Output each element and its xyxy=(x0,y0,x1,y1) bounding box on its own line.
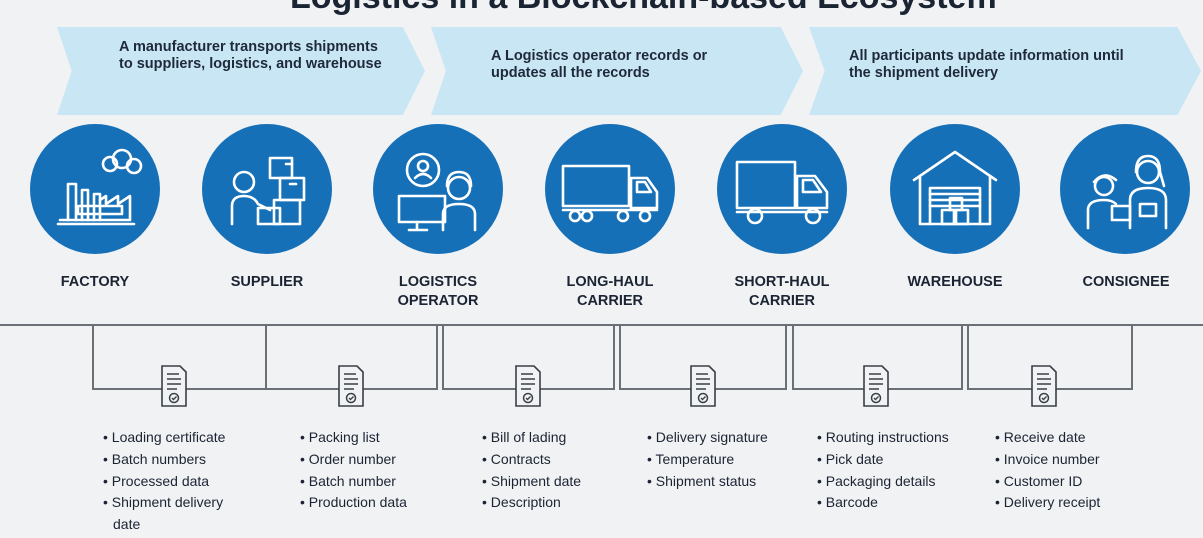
stage-text-2: A Logistics operator records or updates … xyxy=(491,48,708,81)
list-item: Delivery signature xyxy=(647,427,797,449)
connector-vertical xyxy=(619,325,621,389)
short-haul-truck-icon xyxy=(717,124,847,254)
connector-vertical xyxy=(967,325,969,389)
list-item: Shipment date xyxy=(482,471,622,493)
connector-vertical xyxy=(1131,325,1133,389)
list-item: Temperature xyxy=(647,449,797,471)
connector-vertical xyxy=(613,325,615,389)
record-list-logistics-operator: Bill of lading Contracts Shipment date D… xyxy=(482,427,622,514)
logistics-operator-icon xyxy=(373,124,503,254)
list-item: Bill of lading xyxy=(482,427,622,449)
list-item: Processed data xyxy=(103,471,253,493)
participant-label-short-haul-carrier: SHORT-HAUL CARRIER xyxy=(734,274,830,309)
list-item: Receive date xyxy=(995,427,1135,449)
supplier-icon xyxy=(202,124,332,254)
document-icon xyxy=(338,365,364,407)
document-icon xyxy=(690,365,716,407)
stage-arrow-2 xyxy=(431,27,803,115)
record-list-factory: Loading certificate Batch numbers Proces… xyxy=(103,427,253,536)
participant-label-factory: FACTORY xyxy=(60,274,130,290)
document-icon xyxy=(1031,365,1057,407)
record-list-warehouse: Routing instructions Pick date Packaging… xyxy=(817,427,977,514)
connector-vertical xyxy=(961,325,963,389)
page-title-text: Logistics in a Blockchain-based Ecosyste… xyxy=(290,0,997,16)
list-item: Packing list xyxy=(300,427,440,449)
list-item: Batch number xyxy=(300,471,440,493)
stage-arrow-3 xyxy=(809,27,1201,115)
list-item: Loading certificate xyxy=(103,427,253,449)
list-item: Customer ID xyxy=(995,471,1135,493)
connector-vertical xyxy=(92,325,94,389)
record-list-carrier: Delivery signature Temperature Shipment … xyxy=(647,427,797,492)
connector-vertical xyxy=(442,325,444,389)
participant-label-consignee: CONSIGNEE xyxy=(1082,274,1170,290)
participant-label-logistics-operator: LOGISTICS OPERATOR xyxy=(397,274,479,309)
document-icon xyxy=(515,365,541,407)
record-list-consignee: Receive date Invoice number Customer ID … xyxy=(995,427,1135,514)
consignee-icon xyxy=(1060,124,1190,254)
document-icon xyxy=(161,365,187,407)
page-title: Logistics in a Blockchain-based Ecosyste… xyxy=(290,0,997,17)
list-item: Pick date xyxy=(817,449,977,471)
connector-vertical xyxy=(265,325,267,389)
list-item: Batch numbers xyxy=(103,449,253,471)
connector-vertical xyxy=(792,325,794,389)
list-item: Order number xyxy=(300,449,440,471)
list-item: Routing instructions xyxy=(817,427,977,449)
document-icon xyxy=(863,365,889,407)
factory-icon xyxy=(30,124,160,254)
stage-arrow-1 xyxy=(57,27,425,115)
list-item: Shipment delivery date xyxy=(103,492,253,536)
list-item: Shipment status xyxy=(647,471,797,493)
list-item: Delivery receipt xyxy=(995,492,1135,514)
stage-text-3: All participants update information unti… xyxy=(849,48,1124,81)
stage-text-1: A manufacturer transports shipments to s… xyxy=(119,39,382,72)
list-item: Description xyxy=(482,492,622,514)
participant-label-long-haul-carrier: LONG-HAUL CARRIER xyxy=(566,274,654,309)
connector-vertical xyxy=(436,325,438,389)
connector-vertical xyxy=(785,325,787,389)
list-item: Barcode xyxy=(817,492,977,514)
list-item: Contracts xyxy=(482,449,622,471)
participant-label-warehouse: WAREHOUSE xyxy=(907,274,1003,290)
long-haul-truck-icon xyxy=(545,124,675,254)
list-item: Production data xyxy=(300,492,440,514)
list-item: Packaging details xyxy=(817,471,977,493)
record-list-supplier: Packing list Order number Batch number P… xyxy=(300,427,440,514)
participant-label-supplier: SUPPLIER xyxy=(230,274,304,290)
warehouse-icon xyxy=(890,124,1020,254)
list-item: Invoice number xyxy=(995,449,1135,471)
timeline-line xyxy=(0,324,1203,326)
